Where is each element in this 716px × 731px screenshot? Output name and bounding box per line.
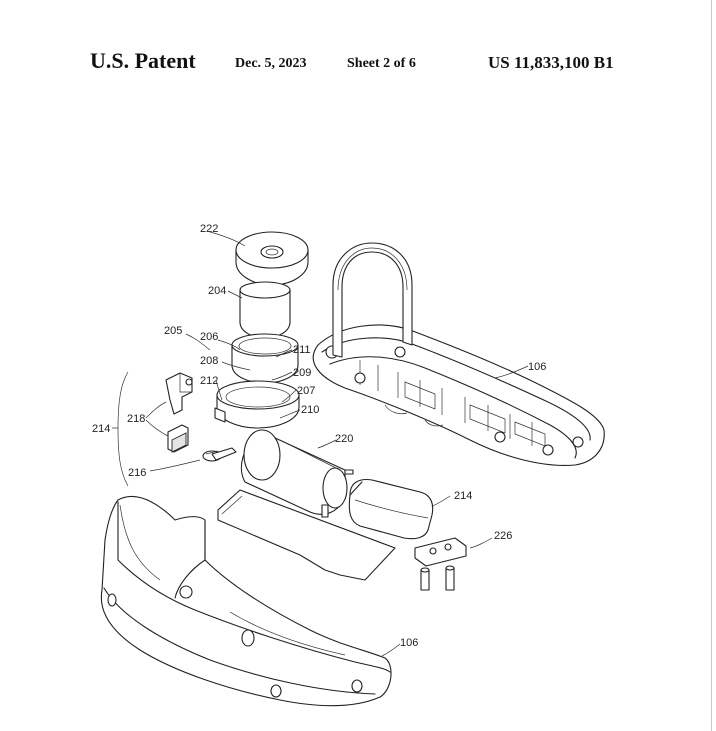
ref-210: 210 <box>301 404 319 416</box>
ref-226: 226 <box>494 530 512 542</box>
part-222-cap <box>235 231 309 286</box>
ref-222: 222 <box>200 223 218 235</box>
ref-214-right: 214 <box>454 490 472 502</box>
part-206-ring <box>231 333 299 384</box>
ref-208: 208 <box>200 355 218 367</box>
sheet-header: U.S. Patent Dec. 5, 2023 Sheet 2 of 6 US… <box>0 0 716 100</box>
part-207-collar <box>214 380 300 429</box>
patent-label: U.S. Patent <box>90 48 196 73</box>
ref-205: 205 <box>164 325 182 337</box>
ref-207: 207 <box>297 385 315 397</box>
part-216-screw <box>202 447 237 462</box>
ref-106-bottom: 106 <box>400 637 418 649</box>
bracket-214-left <box>112 371 129 487</box>
upper-housing-shell <box>312 324 605 466</box>
part-218-latch <box>165 372 193 453</box>
sheet-number: Sheet 2 of 6 <box>347 56 416 71</box>
ref-212: 212 <box>200 375 218 387</box>
ref-220: 220 <box>335 433 353 445</box>
part-204-sleeve <box>239 281 291 339</box>
ref-216: 216 <box>128 467 146 479</box>
circuit-board-plate <box>217 489 396 581</box>
ref-209: 209 <box>293 367 311 379</box>
ref-214-left: 214 <box>92 423 110 435</box>
patent-date: Dec. 5, 2023 <box>235 56 307 71</box>
patent-number: US 11,833,100 B1 <box>488 53 614 72</box>
ref-106-top: 106 <box>528 361 546 373</box>
reference-numerals: 222 204 205 206 208 211 209 212 207 210 … <box>92 223 546 649</box>
ref-218: 218 <box>127 413 145 425</box>
lower-housing-shell <box>100 495 392 707</box>
ref-204: 204 <box>208 285 226 297</box>
handle-loop <box>332 242 413 358</box>
leader-lines <box>145 231 529 657</box>
ref-211: 211 <box>293 344 311 356</box>
ref-206: 206 <box>200 331 218 343</box>
part-220-motor <box>240 429 354 518</box>
part-214-battery <box>348 478 434 540</box>
part-226-connector <box>414 537 467 591</box>
page-edge-line <box>711 0 712 731</box>
